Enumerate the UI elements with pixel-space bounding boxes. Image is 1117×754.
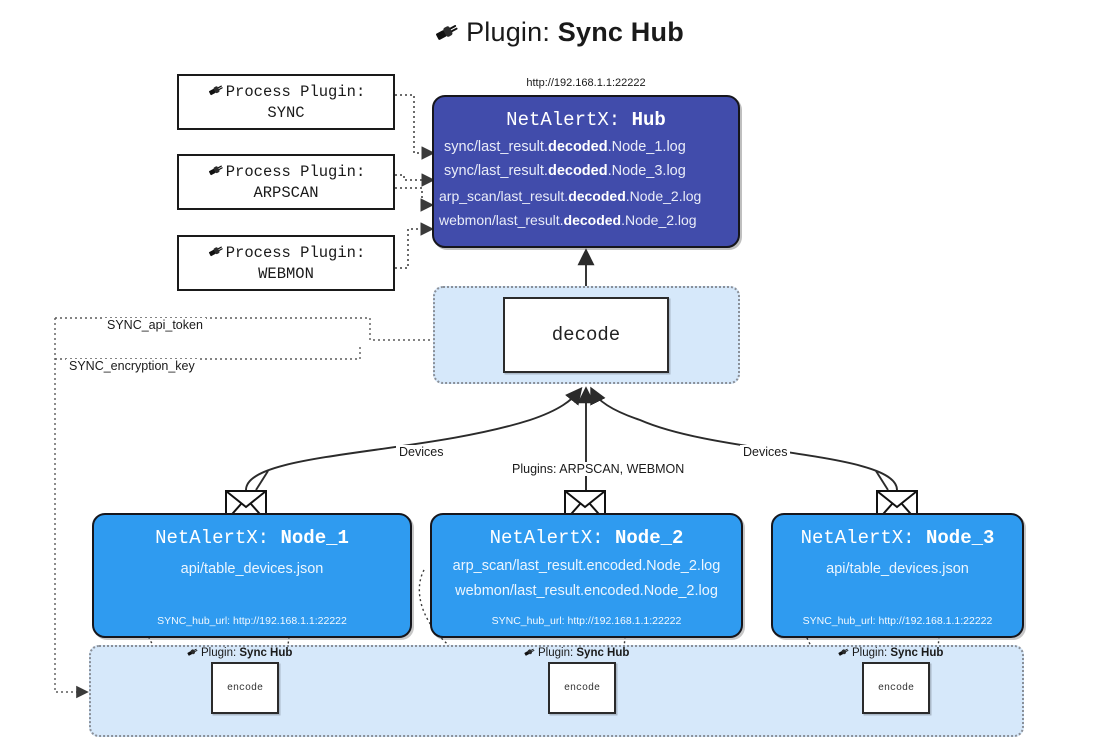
page-title-prefix: Plugin: <box>466 17 551 47</box>
node-label: Node_3 <box>926 527 995 549</box>
plug-icon <box>837 646 850 661</box>
plugin-caption-prefix: Plugin: <box>201 647 237 659</box>
node-resource-line: api/table_devices.json <box>180 561 324 577</box>
node-resource-line: api/table_devices.json <box>826 561 969 577</box>
node-resource-line: arp_scan/last_result.encoded.Node_2.log <box>452 558 721 574</box>
node-3[interactable]: NetAlertX: Node_3 api/table_devices.json… <box>771 513 1024 638</box>
node-title: NetAlertX: Node_2 <box>432 527 741 549</box>
plugin-caption-prefix: Plugin: <box>538 647 574 659</box>
process-plugin-name: ARPSCAN <box>253 183 319 202</box>
node-title: NetAlertX: Node_3 <box>773 527 1022 549</box>
node-title: NetAlertX: Node_1 <box>94 527 410 549</box>
encode-box-node-1[interactable]: encode <box>211 662 279 714</box>
node-app-name: NetAlertX: <box>155 527 270 549</box>
process-plugin-webmon[interactable]: Process Plugin: WEBMON <box>177 235 395 291</box>
process-plugin-sync[interactable]: Process Plugin: SYNC <box>177 74 395 130</box>
plugin-caption-name: Sync Hub <box>890 647 944 659</box>
decode-box[interactable]: decode <box>503 297 669 373</box>
node-label: Node_1 <box>280 527 349 549</box>
plugin-caption-node-3: Plugin: Sync Hub <box>837 646 943 661</box>
label-plugins-middle: Plugins: ARPSCAN, WEBMON <box>509 462 688 476</box>
plug-icon <box>186 646 199 661</box>
plug-icon <box>523 646 536 661</box>
node-app-name: NetAlertX: <box>800 527 915 549</box>
label-devices-right: Devices <box>740 445 791 459</box>
process-plugin-heading: Process Plugin: <box>225 82 366 101</box>
plugin-caption-name: Sync Hub <box>239 647 293 659</box>
hub-log-line: arp_scan/last_result.decoded.Node_2.log <box>439 187 702 204</box>
hub-log-line: sync/last_result.decoded.Node_1.log <box>444 139 686 155</box>
plugin-caption-node-2: Plugin: Sync Hub <box>523 646 629 661</box>
node-1[interactable]: NetAlertX: Node_1 api/table_devices.json… <box>92 513 412 638</box>
page-title: Plugin: Sync Hub <box>0 17 1117 51</box>
plugin-caption-prefix: Plugin: <box>852 647 888 659</box>
hub-app-name: NetAlertX: <box>506 109 621 131</box>
process-plugin-heading: Process Plugin: <box>225 162 366 181</box>
plugin-caption-name: Sync Hub <box>576 647 630 659</box>
process-plugin-name: WEBMON <box>258 264 314 283</box>
process-plugin-heading: Process Plugin: <box>225 243 366 262</box>
node-hub-url: SYNC_hub_url: http://192.168.1.1:22222 <box>491 615 682 627</box>
label-sync-api-token: SYNC_api_token <box>104 318 206 332</box>
plug-icon <box>207 82 225 104</box>
node-hub-url: SYNC_hub_url: http://192.168.1.1:22222 <box>802 615 993 627</box>
label-sync-encryption-key: SYNC_encryption_key <box>66 359 198 373</box>
plug-icon <box>207 162 225 184</box>
plug-icon <box>207 243 225 265</box>
process-plugin-name: SYNC <box>267 103 305 122</box>
encode-box-node-2[interactable]: encode <box>548 662 616 714</box>
plug-icon <box>433 20 461 51</box>
page-title-name: Sync Hub <box>557 17 684 47</box>
process-plugin-arpscan[interactable]: Process Plugin: ARPSCAN <box>177 154 395 210</box>
hub-title: NetAlertX: Hub <box>434 109 738 131</box>
hub-url-label: http://192.168.1.1:22222 <box>526 77 646 89</box>
label-devices-left: Devices <box>396 445 447 459</box>
encode-box-node-3[interactable]: encode <box>862 662 930 714</box>
node-resource-line: webmon/last_result.encoded.Node_2.log <box>455 583 718 599</box>
node-app-name: NetAlertX: <box>489 527 604 549</box>
hub-node[interactable]: NetAlertX: Hub sync/last_result.decoded.… <box>432 95 740 248</box>
hub-log-line: sync/last_result.decoded.Node_3.log <box>444 163 686 180</box>
hub-log-line: webmon/last_result.decoded.Node_2.log <box>439 211 697 228</box>
node-2[interactable]: NetAlertX: Node_2 arp_scan/last_result.e… <box>430 513 743 638</box>
hub-label: Hub <box>631 109 666 131</box>
node-hub-url: SYNC_hub_url: http://192.168.1.1:22222 <box>157 615 347 627</box>
node-label: Node_2 <box>615 527 684 549</box>
plugin-caption-node-1: Plugin: Sync Hub <box>186 646 292 661</box>
